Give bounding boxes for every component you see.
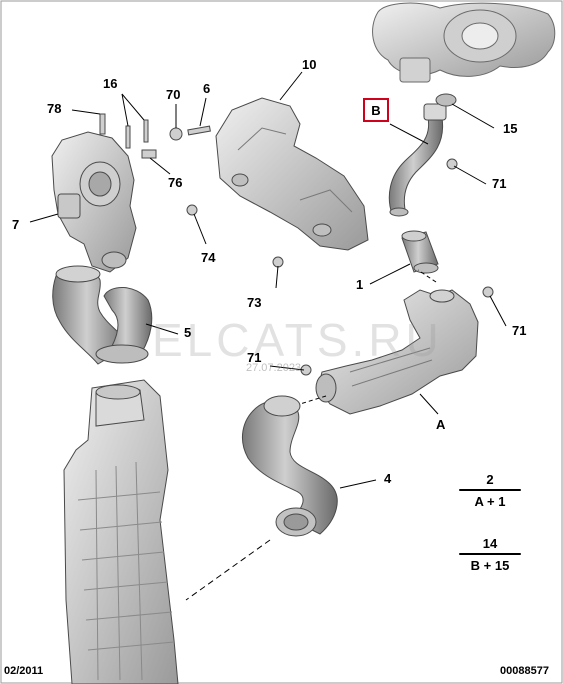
pipe-b xyxy=(388,103,447,217)
hose-4 xyxy=(241,395,338,537)
callout-16: 16 xyxy=(103,76,118,91)
gasket-15 xyxy=(435,93,457,107)
callout-5: 5 xyxy=(184,325,192,340)
bolt-16b xyxy=(143,119,149,143)
callout-78: 78 xyxy=(47,101,62,116)
throttle-body-7 xyxy=(51,131,137,273)
callout-7: 7 xyxy=(12,217,20,232)
assembly-note-14-divider xyxy=(459,553,521,555)
callout-4: 4 xyxy=(384,471,392,486)
watermark-date: 27.07.2023 xyxy=(246,362,302,374)
callout-6: 6 xyxy=(203,81,211,96)
callout-71-lower: 71 xyxy=(247,350,262,365)
assembly-note-2-ref: 2 xyxy=(486,472,494,487)
callout-70: 70 xyxy=(166,87,181,102)
callout-1: 1 xyxy=(356,277,364,292)
callout-15: 15 xyxy=(503,121,518,136)
assembly-note-14: 14 B + 15 xyxy=(459,536,521,574)
assembly-note-14-contents: B + 15 xyxy=(470,558,510,573)
bolt-16a xyxy=(125,125,131,149)
cooler-a xyxy=(315,289,479,415)
bracket-10 xyxy=(215,97,369,251)
assembly-note-2-contents: A + 1 xyxy=(474,494,506,509)
assembly-note-2: 2 A + 1 xyxy=(459,472,521,510)
callout-10: 10 xyxy=(302,57,317,72)
bolt-71a xyxy=(446,158,458,170)
watermark-text: ELCATS.RU xyxy=(152,314,443,366)
clip-76 xyxy=(141,149,157,159)
callout-76: 76 xyxy=(168,175,183,190)
callout-71-right: 71 xyxy=(512,323,527,338)
nut-70 xyxy=(169,127,183,141)
callout-b-highlighted: B xyxy=(363,98,389,122)
leader-lines xyxy=(29,71,507,601)
bolt-71b xyxy=(482,286,494,298)
stud-6 xyxy=(187,125,211,136)
nut-73 xyxy=(272,256,284,268)
footer-reference: 00088577 xyxy=(500,665,549,677)
bolt-78 xyxy=(99,113,106,135)
callout-a: A xyxy=(436,417,446,432)
callout-71-upper: 71 xyxy=(492,176,507,191)
fasteners xyxy=(99,113,494,376)
footer-date: 02/2011 xyxy=(4,665,44,677)
coupling-1 xyxy=(401,230,439,274)
callout-74: 74 xyxy=(201,250,216,265)
bolt-74 xyxy=(186,204,198,216)
assembly-note-2-divider xyxy=(459,489,521,491)
callout-73: 73 xyxy=(247,295,262,310)
turbocharger xyxy=(372,2,556,83)
intercooler xyxy=(63,379,179,684)
assembly-note-14-ref: 14 xyxy=(482,536,498,551)
hose-5 xyxy=(52,265,153,365)
